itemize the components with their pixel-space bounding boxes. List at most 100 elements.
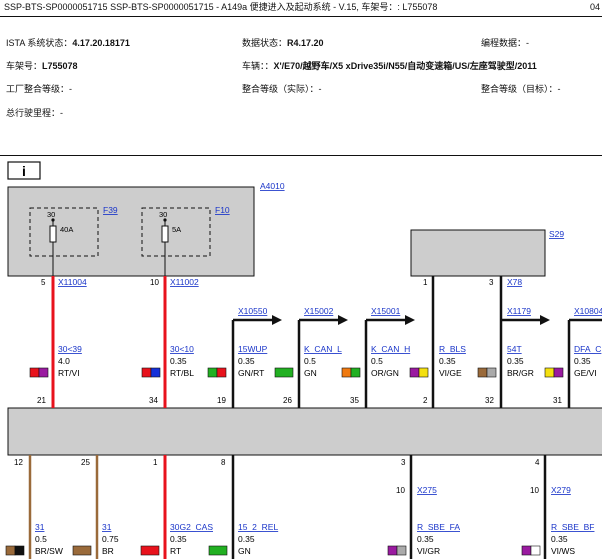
window-header: SSP-BTS-SP0000051715 SSP-BTS-SP000005171… <box>0 0 602 15</box>
top-wire-30-39[interactable]: 5 X11004 30<39 4.0 RT/VI 21 <box>29 276 87 408</box>
svg-text:5: 5 <box>41 278 46 287</box>
vehicle-field: 车辆：：X'/E70/越野车/X5 xDrive35i/N55/自动变速箱/US… <box>242 61 537 71</box>
top-wire-r-bls[interactable]: 1 R_BLS 0.35 VI/GE 2 <box>409 276 466 408</box>
svg-text:0.35: 0.35 <box>170 356 187 366</box>
top-wire-k-can-h[interactable]: X15001 K_CAN_H 0.5 OR/GN 35 <box>341 306 415 408</box>
svg-text:4: 4 <box>535 458 540 467</box>
svg-text:0.5: 0.5 <box>304 356 316 366</box>
bottom-wire-30g2-cas[interactable]: 1 30G2_CAS 0.35 RT <box>140 455 213 559</box>
actual-integration-level: 整合等级（实际）：- <box>242 84 322 94</box>
svg-text:30: 30 <box>159 210 167 219</box>
top-wire-30-10[interactable]: 10 X11002 30<10 0.35 RT/BL 34 <box>141 276 199 408</box>
signal-label: 54T <box>507 344 522 354</box>
svg-text:BR/SW: BR/SW <box>35 546 63 556</box>
signal-label: K_CAN_H <box>371 344 410 354</box>
signal-label: K_CAN_L <box>304 344 342 354</box>
top-wire-k-can-l[interactable]: X15002 K_CAN_L 0.5 GN 26 <box>274 306 348 408</box>
svg-text:1: 1 <box>153 458 158 467</box>
connector-x15002: X15002 <box>304 306 334 316</box>
svg-text:21: 21 <box>37 396 46 405</box>
svg-text:25: 25 <box>81 458 90 467</box>
svg-text:34: 34 <box>149 396 158 405</box>
module-a4010-label[interactable]: A4010 <box>260 181 285 191</box>
info-icon[interactable]: i <box>7 161 41 180</box>
total-mileage-field: 总行驶里程：- <box>6 108 63 118</box>
top-wire-dfa-c[interactable]: X10804 DFA_C 0.35 GE/VI 31 <box>544 306 602 408</box>
svg-text:10: 10 <box>396 486 405 495</box>
svg-text:12: 12 <box>14 458 23 467</box>
document-title: SSP-BTS-SP0000051715 SSP-BTS-SP000005171… <box>4 2 438 12</box>
svg-text:10: 10 <box>150 278 159 287</box>
svg-text:i: i <box>22 163 26 179</box>
bottom-wire-15-2-rel[interactable]: 8 15_2_REL 0.35 GN <box>208 455 278 559</box>
svg-text:26: 26 <box>283 396 292 405</box>
bottom-wire-r-sbe-bf[interactable]: 4 10 X279 R_SBE_BF 0.35 VI/WS <box>521 455 594 559</box>
svg-text:VI/GE: VI/GE <box>439 368 462 378</box>
bottom-wire-31-brsw[interactable]: 12 31 0.5 BR/SW <box>5 455 63 559</box>
svg-text:RT/VI: RT/VI <box>58 368 80 378</box>
svg-text:0.35: 0.35 <box>238 534 255 544</box>
signal-label: 30G2_CAS <box>170 522 213 532</box>
bottom-wire-r-sbe-fa[interactable]: 3 10 X275 R_SBE_FA 0.35 VI/GR <box>387 455 460 559</box>
svg-text:10: 10 <box>530 486 539 495</box>
data-status-field: 数据状态：R4.17.20 <box>242 38 324 48</box>
signal-label: R_SBE_BF <box>551 522 594 532</box>
module-s29: S29 <box>410 229 564 408</box>
signal-label: 30<39 <box>58 344 82 354</box>
svg-text:3: 3 <box>489 278 494 287</box>
svg-text:VI/GR: VI/GR <box>417 546 440 556</box>
diagram-divider <box>0 155 602 156</box>
svg-text:BR/GR: BR/GR <box>507 368 534 378</box>
svg-text:5A: 5A <box>172 225 181 234</box>
svg-text:0.35: 0.35 <box>551 534 568 544</box>
svg-text:OR/GN: OR/GN <box>371 368 399 378</box>
fuse-f39: F39 30 40A <box>29 205 118 276</box>
control-unit-body <box>7 407 602 456</box>
signal-label: 15WUP <box>238 344 268 354</box>
svg-text:0.35: 0.35 <box>574 356 591 366</box>
vin-value: L755078 <box>42 61 78 71</box>
signal-label: 30<10 <box>170 344 194 354</box>
factory-integration-level: 工厂整合等级：- <box>6 84 72 94</box>
svg-text:0.35: 0.35 <box>507 356 524 366</box>
data-status-value: R4.17.20 <box>287 38 324 48</box>
connector-x11004: X11004 <box>58 277 87 287</box>
module-a4010: A4010 <box>7 181 285 277</box>
svg-text:0.35: 0.35 <box>238 356 255 366</box>
svg-text:0.5: 0.5 <box>371 356 383 366</box>
svg-text:RT/BL: RT/BL <box>170 368 194 378</box>
signal-label: 15_2_REL <box>238 522 278 532</box>
svg-text:31: 31 <box>553 396 562 405</box>
svg-text:0.5: 0.5 <box>35 534 47 544</box>
fuse-f39-label[interactable]: F39 <box>103 205 118 215</box>
connector-x15001: X15001 <box>371 306 401 316</box>
connector-x10804: X10804 <box>574 306 602 316</box>
svg-text:0.75: 0.75 <box>102 534 119 544</box>
signal-label: DFA_C <box>574 344 601 354</box>
svg-text:8: 8 <box>221 458 226 467</box>
top-wire-54t[interactable]: 3 X78 X1179 54T 0.35 BR/GR 32 <box>477 276 550 408</box>
programming-data-field: 编程数据：- <box>481 38 529 48</box>
svg-text:GN: GN <box>238 546 251 556</box>
module-s29-label[interactable]: S29 <box>549 229 564 239</box>
svg-text:2: 2 <box>423 396 428 405</box>
svg-text:BR: BR <box>102 546 114 556</box>
top-wire-15wup[interactable]: X10550 15WUP 0.35 GN/RT 19 <box>207 306 282 408</box>
connector-x279: X279 <box>551 485 571 495</box>
svg-text:1: 1 <box>423 278 428 287</box>
svg-text:19: 19 <box>217 396 226 405</box>
signal-label: R_SBE_FA <box>417 522 460 532</box>
page-number-fragment: 04 <box>590 2 601 12</box>
bottom-wire-31-br[interactable]: 25 31 0.75 BR <box>72 455 119 559</box>
connector-x11002: X11002 <box>170 277 199 287</box>
fuse-f10: F10 30 5A <box>141 205 230 276</box>
svg-text:30: 30 <box>47 210 55 219</box>
svg-text:3: 3 <box>401 458 406 467</box>
svg-text:35: 35 <box>350 396 359 405</box>
connector-x78: X78 <box>507 277 522 287</box>
ista-status-value: 4.17.20.18171 <box>72 38 130 48</box>
vin-field: 车架号：L755078 <box>6 61 78 71</box>
signal-label: 31 <box>102 522 112 532</box>
fuse-f10-label[interactable]: F10 <box>215 205 230 215</box>
